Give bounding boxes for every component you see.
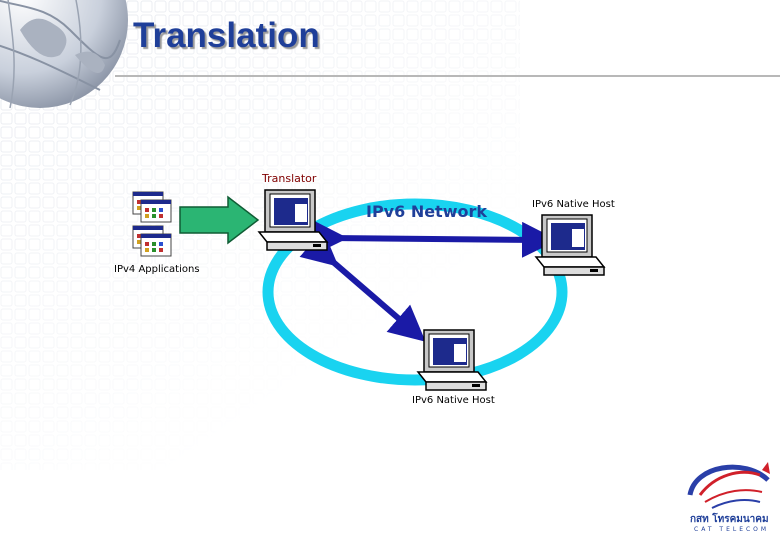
logo-subtext: CAT TELECOM (694, 526, 770, 533)
ipv4-applications-icon (132, 191, 172, 257)
translator-computer-icon (258, 189, 328, 251)
cat-telecom-logo-icon (687, 462, 770, 509)
native-host-label-bottom: IPv6 Native Host (412, 395, 495, 406)
ipv4-applications-label: IPv4 Applications (114, 264, 200, 275)
ipv6-network-ring (262, 198, 568, 386)
ipv4-input-arrow (179, 195, 260, 245)
native-host-computer-icon (535, 214, 605, 276)
globe-icon (0, 0, 128, 109)
slide-title: Translation (133, 16, 320, 55)
link-arrow-top (311, 219, 558, 258)
native-host-computer-icon (417, 329, 487, 391)
logo-name: กสท โทรคมนาคม (690, 514, 769, 525)
native-host-label-top: IPv6 Native Host (532, 199, 615, 210)
title-divider (115, 75, 780, 77)
translator-label: Translator (262, 172, 317, 185)
ipv6-network-label: IPv6 Network (366, 202, 488, 221)
link-arrow-diagonal (299, 229, 426, 342)
